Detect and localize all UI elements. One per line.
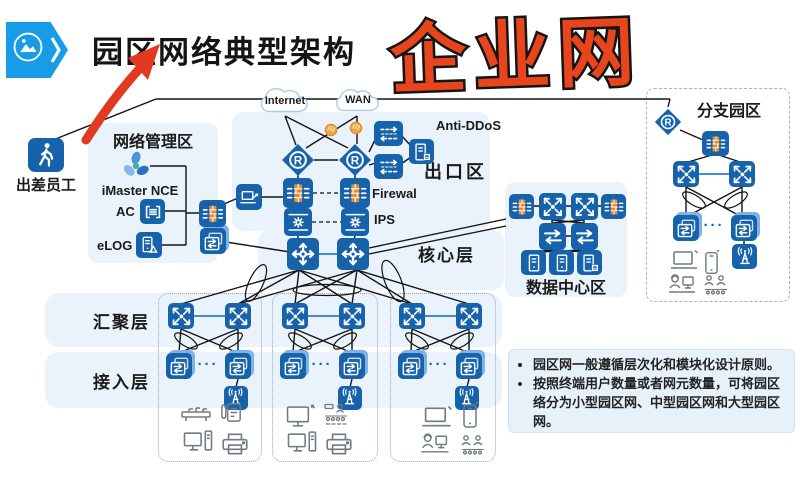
section-badge xyxy=(6,22,68,78)
dc-firewall-icon xyxy=(601,194,626,219)
wireless-ap-icon xyxy=(732,244,757,269)
ac-label: AC xyxy=(116,204,135,219)
server-icon xyxy=(521,250,546,275)
svg-text:企业网: 企业网 xyxy=(389,7,644,105)
access-switch-icon xyxy=(456,350,485,379)
zone-label-dc: 数据中心区 xyxy=(525,280,606,297)
dc-lan-switch-icon xyxy=(539,223,566,250)
dc-switch-icon xyxy=(539,193,566,220)
aggregation-switch-icon xyxy=(225,303,251,329)
router-icon xyxy=(338,143,372,177)
aggregation-switch-icon xyxy=(282,303,308,329)
anti-ddos-server-icon xyxy=(409,139,434,164)
remote-access-icon xyxy=(236,184,262,210)
ellipsis-label: ··· xyxy=(197,356,219,373)
anti-ddos-switch-icon xyxy=(374,121,403,146)
aggregation-switch-icon xyxy=(456,303,482,329)
zone-label-mgmt: 网络管理区 xyxy=(112,134,193,151)
business-traveler-label: 出差员工 xyxy=(15,177,76,194)
firewall-icon xyxy=(702,131,729,156)
notes-box: 园区网一般遵循层次化和模块化设计原则。 按照终端用户数量或者网元数量，可将园区络… xyxy=(508,349,795,433)
monitor-icon xyxy=(284,403,316,430)
smartphone-icon xyxy=(461,401,479,431)
zone-label-core: 核心层 xyxy=(418,246,475,265)
ips-icon xyxy=(284,208,312,236)
mgmt-firewall-icon xyxy=(199,200,226,227)
firewall-icon xyxy=(340,178,370,208)
wan-label: WAN xyxy=(345,94,371,106)
elog-label: eLOG xyxy=(97,238,133,253)
agent-workstation-icon xyxy=(666,271,698,297)
imaster-nce-label: iMaster NCE xyxy=(101,183,179,198)
ellipsis-label: ··· xyxy=(311,356,333,373)
desktop-computer-icon xyxy=(182,428,214,455)
aggregation-switch-icon xyxy=(339,303,365,329)
aggregation-switch-icon xyxy=(729,161,755,187)
access-switch-icon xyxy=(225,350,254,379)
anti-ddos-switch-icon xyxy=(374,154,403,179)
laptop-icon xyxy=(669,249,699,271)
printer-icon xyxy=(220,431,250,457)
access-switch-icon xyxy=(398,350,427,379)
access-switch-icon xyxy=(166,350,195,379)
meeting-group-icon xyxy=(322,401,350,428)
server-icon xyxy=(577,250,602,275)
mgmt-switch-icon xyxy=(200,225,229,254)
stamp-enterprise-network: 企业网 xyxy=(378,0,668,116)
laptop-icon xyxy=(420,405,453,429)
firewall-icon xyxy=(283,178,313,208)
aggregation-switch-icon xyxy=(673,161,699,187)
ellipsis-label: ··· xyxy=(428,356,450,373)
people-group-icon xyxy=(701,273,731,297)
desktop-computer-icon xyxy=(286,429,318,456)
link-node-icon xyxy=(349,121,363,135)
core-switch-icon xyxy=(287,238,319,270)
zone-label-aggregation: 汇聚层 xyxy=(93,313,150,332)
propeller-icon xyxy=(121,151,151,181)
access-switch-icon xyxy=(673,212,702,241)
note-bullet: 园区网一般遵循层次化和模块化设计原则。 xyxy=(533,356,784,375)
internet-label: Internet xyxy=(264,95,306,107)
anti-ddos-label: Anti-DDoS xyxy=(436,118,501,133)
core-switch-icon xyxy=(337,238,369,270)
agent-workstation-icon xyxy=(418,430,452,457)
picture-icon xyxy=(13,32,43,62)
zone-label-exit: 出口区 xyxy=(424,162,487,182)
ips-label: IPS xyxy=(374,212,395,227)
dc-switch-icon xyxy=(571,193,598,220)
router-icon xyxy=(654,108,682,136)
ip-phone-icon xyxy=(219,399,244,426)
ips-icon xyxy=(341,208,369,236)
firewall-label: Firewal xyxy=(372,186,417,201)
elog-server-icon xyxy=(136,232,162,258)
printer-icon xyxy=(324,431,354,457)
conference-device-icon xyxy=(179,403,213,425)
ellipsis-label: ··· xyxy=(703,217,725,234)
business-traveler-icon xyxy=(28,138,64,172)
chevron-right-icon xyxy=(50,37,61,63)
aggregation-switch-icon xyxy=(168,303,194,329)
router-icon xyxy=(281,143,315,177)
zone-label-access: 接入层 xyxy=(93,373,150,392)
dc-firewall-icon xyxy=(509,194,534,219)
dc-lan-switch-icon xyxy=(571,223,598,250)
access-switch-icon xyxy=(731,212,760,241)
server-icon xyxy=(549,250,574,275)
link-node-icon xyxy=(324,123,338,137)
zone-label-branch: 分支园区 xyxy=(696,103,761,120)
note-bullet: 按照终端用户数量或者网元数量，可将园区络分为小型园区网、中型园区网和大型园区网。 xyxy=(533,375,784,432)
people-group-icon xyxy=(458,433,488,457)
ac-controller-icon xyxy=(140,199,165,224)
access-switch-icon xyxy=(280,350,309,379)
aggregation-switch-icon xyxy=(399,303,425,329)
access-switch-icon xyxy=(339,350,368,379)
